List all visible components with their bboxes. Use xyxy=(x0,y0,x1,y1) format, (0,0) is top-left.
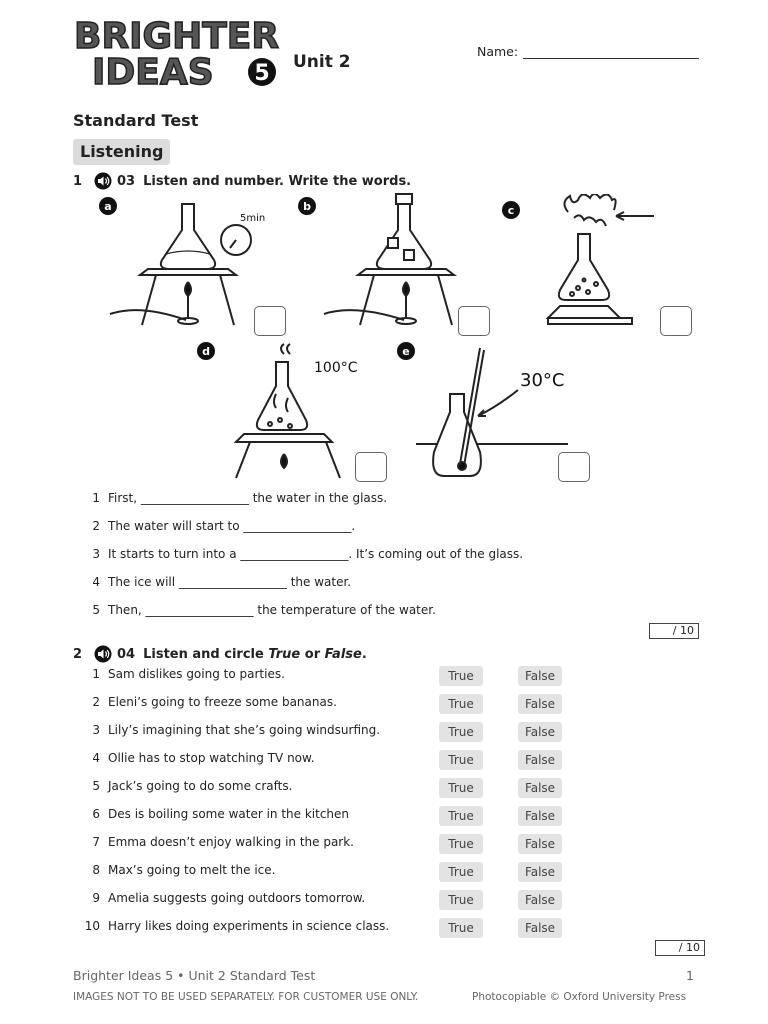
true-option-7[interactable]: True xyxy=(439,834,483,854)
true-option-1[interactable]: True xyxy=(439,666,483,686)
track-number: 03 xyxy=(117,173,136,189)
picture-c-badge: c xyxy=(502,201,520,219)
picture-e-badge: e xyxy=(397,342,415,360)
picture-b-flask-ice xyxy=(323,193,457,326)
false-option-1[interactable]: False xyxy=(518,666,562,686)
true-option-4[interactable]: True xyxy=(439,750,483,770)
answer-box-b[interactable] xyxy=(458,306,490,336)
picture-a-badge: a xyxy=(99,197,117,215)
false-option-6[interactable]: False xyxy=(518,806,562,826)
answer-box-c[interactable] xyxy=(660,306,692,336)
question-1-instruction: Listen and number. Write the words. xyxy=(143,173,412,189)
false-option-2[interactable]: False xyxy=(518,694,562,714)
name-label: Name: xyxy=(477,44,519,59)
q1-score-box: / 10 xyxy=(649,623,699,639)
false-option-9[interactable]: False xyxy=(518,890,562,910)
question-number: 1 xyxy=(73,173,83,189)
logo-line1: BRIGHTER xyxy=(74,16,279,57)
unit-title: Unit 2 xyxy=(293,52,351,72)
true-option-9[interactable]: True xyxy=(439,890,483,910)
track-number: 04 xyxy=(117,646,136,662)
true-option-10[interactable]: True xyxy=(439,918,483,938)
question-2-heading: 2 04 Listen and circle True or False . xyxy=(73,645,367,663)
answer-box-a[interactable] xyxy=(254,306,286,336)
logo-line2: IDEAS xyxy=(92,52,214,90)
true-option-5[interactable]: True xyxy=(439,778,483,798)
brighter-ideas-logo: BRIGHTER IDEAS 5 xyxy=(72,14,282,94)
logo-number: 5 xyxy=(254,61,269,86)
speaker-icon[interactable] xyxy=(93,172,113,190)
true-option-3[interactable]: True xyxy=(439,722,483,742)
temperature-100-label: 100°C xyxy=(314,360,358,376)
question-1-heading: 1 03 Listen and number. Write the words. xyxy=(73,172,411,190)
temperature-30-label: 30°C xyxy=(520,370,564,391)
picture-a-flask-heating: 5min xyxy=(109,203,265,326)
false-option-3[interactable]: False xyxy=(518,722,562,742)
true-option-6[interactable]: True xyxy=(439,806,483,826)
footer-title: Brighter Ideas 5 • Unit 2 Standard Test xyxy=(73,968,316,983)
stopwatch-label: 5min xyxy=(240,213,265,224)
picture-e-flask-thermometer: 30°C xyxy=(416,347,568,477)
speaker-icon[interactable] xyxy=(93,645,113,663)
q2-score-box: / 10 xyxy=(655,940,705,956)
copyright: Photocopiable © Oxford University Press xyxy=(472,991,687,1003)
name-field[interactable] xyxy=(523,58,699,59)
section-tag-listening: Listening xyxy=(73,139,171,165)
false-option-4[interactable]: False xyxy=(518,750,562,770)
false-option-10[interactable]: False xyxy=(518,918,562,938)
page-number: 1 xyxy=(686,968,694,983)
usage-note: IMAGES NOT TO BE USED SEPARATELY. FOR CU… xyxy=(73,991,419,1003)
false-option-5[interactable]: False xyxy=(518,778,562,798)
picture-d-flask-100c: 100°C xyxy=(233,343,358,479)
picture-b-badge: b xyxy=(298,197,316,215)
test-title: Standard Test xyxy=(73,111,199,130)
picture-d-badge: d xyxy=(197,342,215,360)
false-option-8[interactable]: False xyxy=(518,862,562,882)
true-option-8[interactable]: True xyxy=(439,862,483,882)
false-option-7[interactable]: False xyxy=(518,834,562,854)
picture-c-flask-boiling xyxy=(545,194,654,325)
answer-box-e[interactable] xyxy=(558,452,590,482)
true-option-2[interactable]: True xyxy=(439,694,483,714)
question-number: 2 xyxy=(73,646,83,662)
answer-box-d[interactable] xyxy=(355,452,387,482)
